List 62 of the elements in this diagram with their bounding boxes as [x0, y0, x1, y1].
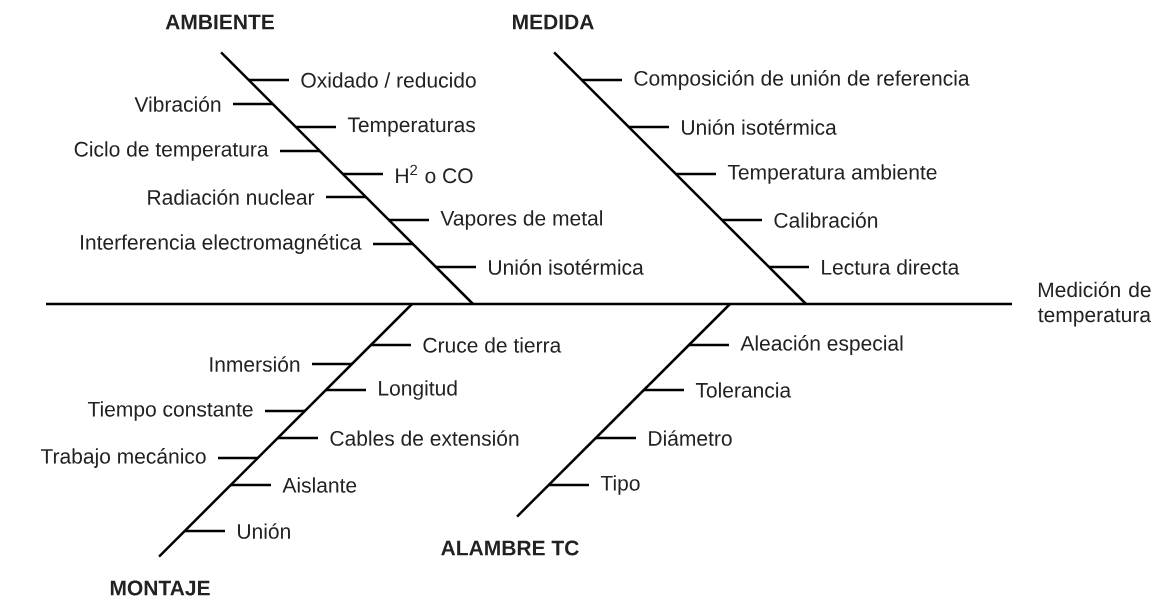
tick-line: [312, 362, 352, 366]
cause-label: Radiación nuclear: [148, 189, 315, 205]
cause-label: Temperatura ambiente: [727, 164, 937, 184]
tick-line: [582, 78, 622, 82]
cause-label: Cruce de tierra: [423, 337, 562, 353]
bone-line: [516, 303, 731, 518]
tick-line: [343, 172, 383, 176]
cause-label: Diámetro: [649, 430, 732, 446]
cause-label: Unión isotérmica: [489, 259, 644, 275]
tick-line: [769, 265, 809, 269]
cause-label: Vibración: [134, 96, 221, 112]
cause-label: Tolerancia: [695, 382, 792, 398]
cause-label: Cables de extensión: [330, 430, 519, 446]
tick-line: [722, 218, 762, 222]
bone-line: [220, 51, 474, 305]
tick-line: [389, 218, 429, 222]
tick-line: [689, 343, 729, 347]
category-label: AMBIENTE: [165, 14, 274, 30]
category-label: ALAMBRE TC: [441, 540, 579, 556]
cause-label: Aleación especial: [740, 335, 903, 355]
cause-label: H$^{2}$ o CO: [396, 164, 473, 184]
tick-line: [249, 78, 289, 82]
cause-label: Composición de unión de referencia: [634, 70, 970, 90]
cause-label: Ciclo de temperatura: [74, 141, 269, 161]
cause-label: Lectura directa: [822, 259, 960, 275]
tick-line: [629, 125, 669, 129]
cause-label: Tiempo constante: [87, 401, 253, 421]
spine-line: [46, 302, 1012, 306]
cause-label: Aislante: [282, 477, 357, 493]
bone-line: [158, 303, 413, 558]
cause-label: Trabajo mecánico: [40, 448, 206, 468]
bone-line: [553, 51, 807, 305]
tick-line: [644, 388, 684, 392]
tick-line: [326, 388, 366, 392]
tick-line: [278, 436, 318, 440]
cause-label: Calibración: [774, 212, 878, 228]
effect-label: Medición de temperatura: [1038, 281, 1151, 327]
cause-label: Vapores de metal: [440, 210, 602, 230]
cause-label: Tipo: [600, 475, 640, 495]
tick-line: [371, 343, 411, 347]
cause-label: Unión isotérmica: [682, 119, 837, 135]
tick-line: [676, 172, 716, 176]
tick-line: [265, 409, 305, 413]
tick-line: [549, 483, 589, 487]
cause-label: Unión: [238, 523, 290, 539]
cause-label: Longitud: [379, 380, 457, 400]
tick-line: [373, 242, 413, 246]
tick-line: [233, 102, 273, 106]
cause-label: Temperaturas: [347, 117, 476, 137]
cause-label: Inmersión: [210, 356, 300, 372]
cause-label: Oxidado / reducido: [301, 72, 476, 88]
tick-line: [596, 436, 636, 440]
category-label: MEDIDA: [513, 14, 594, 30]
tick-line: [326, 195, 366, 199]
tick-line: [280, 149, 320, 153]
tick-line: [218, 456, 258, 460]
tick-line: [436, 265, 476, 269]
tick-line: [296, 125, 336, 129]
cause-label: Interferencia electromagnética: [81, 234, 362, 254]
category-label: MONTAJE: [110, 580, 210, 596]
tick-line: [185, 529, 225, 533]
tick-line: [231, 483, 271, 487]
